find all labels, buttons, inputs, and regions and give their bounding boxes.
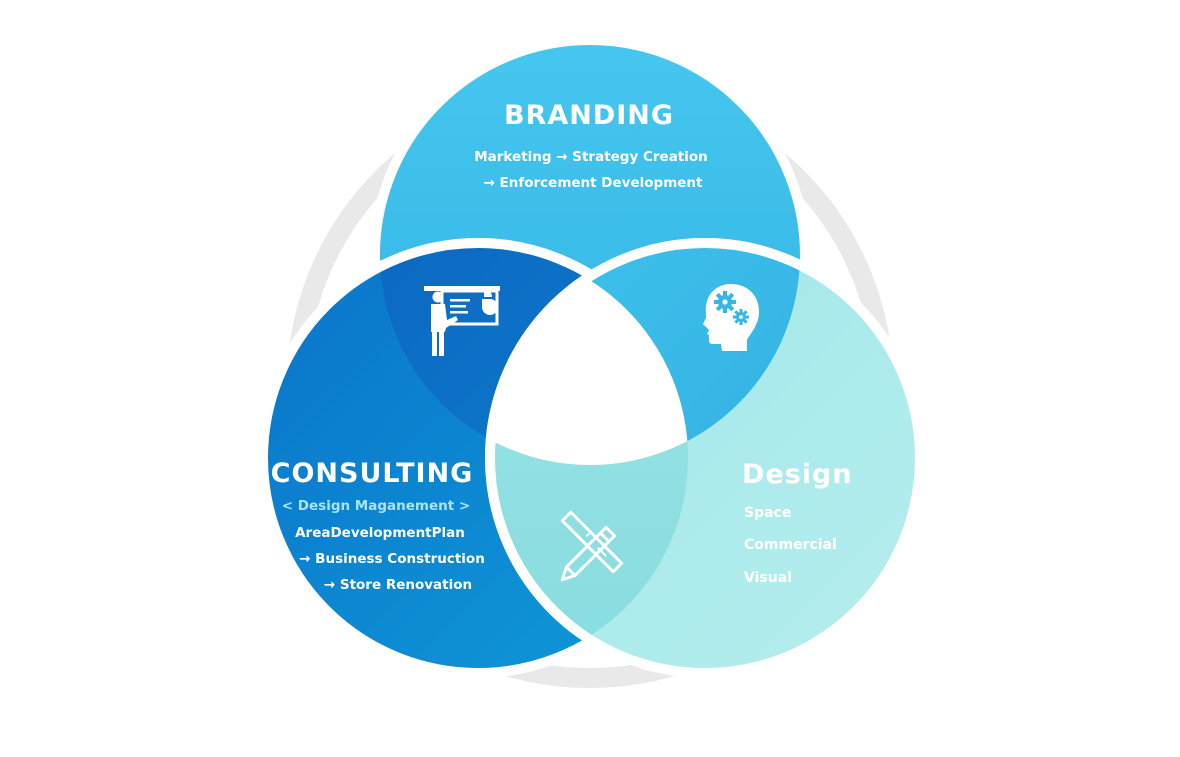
consulting-line-1: AreaDevelopmentPlan [295,525,465,541]
design-title: Design [742,459,853,490]
branding-line-2: → Enforcement Development [484,175,704,191]
consulting-line-2: → Business Construction [299,551,485,567]
consulting-subtitle: < Design Maganement > [282,498,470,514]
branding-line-1: Marketing → Strategy Creation [474,149,708,165]
branding-title: BRANDING [504,100,674,131]
design-item-visual: Visual [744,570,792,586]
center-region [485,248,688,465]
ruler-pencil-icon [560,510,624,582]
head-gears-icon [703,284,760,351]
design-item-space: Space [744,505,791,521]
consulting-line-3: → Store Renovation [324,577,472,593]
presenter-board-icon [424,286,500,356]
design-item-commercial: Commercial [744,537,837,553]
consulting-title: CONSULTING [271,458,474,489]
